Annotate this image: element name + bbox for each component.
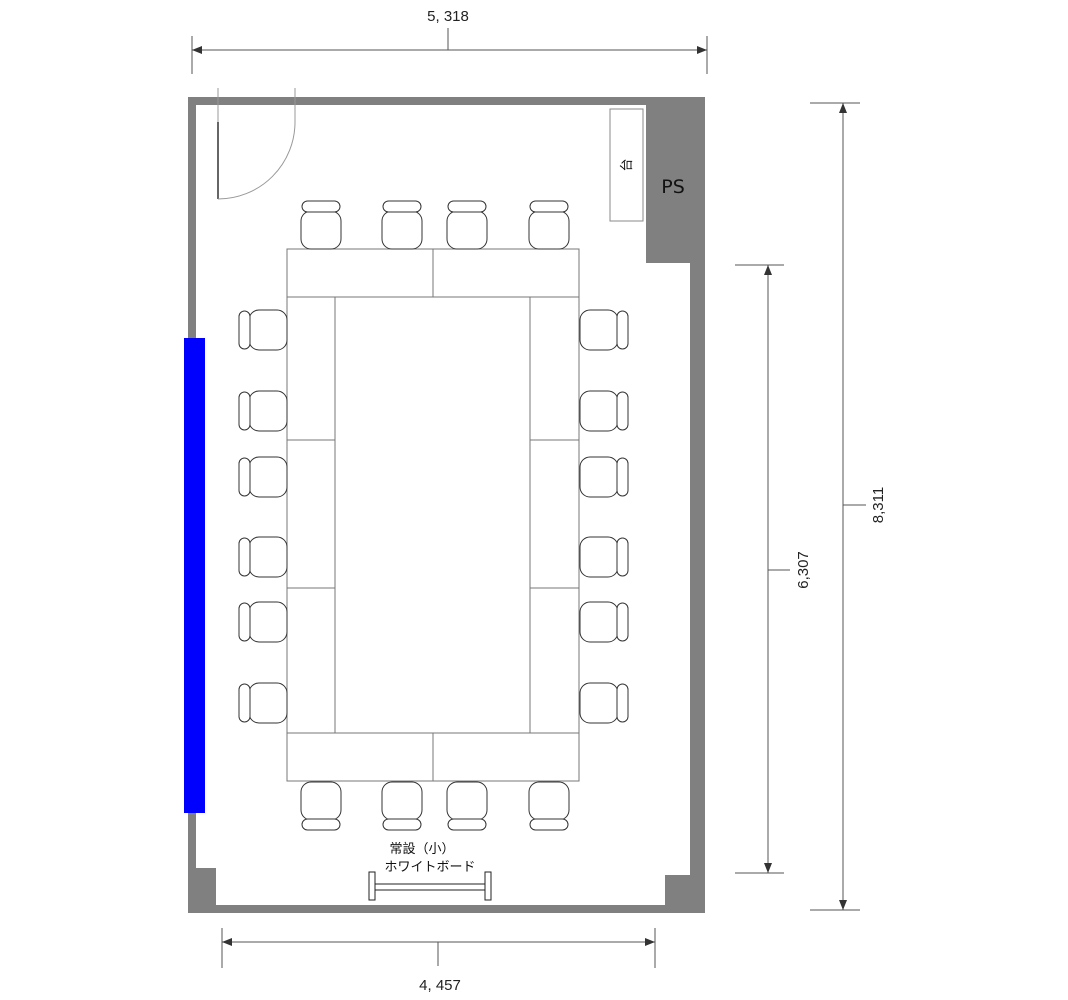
chair xyxy=(579,390,629,432)
chair xyxy=(528,200,570,250)
window xyxy=(184,338,205,813)
dimension-bottom xyxy=(221,928,656,968)
chair xyxy=(300,200,342,250)
chair xyxy=(238,536,288,578)
chair xyxy=(381,781,423,831)
side-table xyxy=(609,108,644,222)
side-table-label: 台 xyxy=(620,158,635,171)
chairs xyxy=(238,200,629,831)
door xyxy=(196,88,296,200)
conference-tables xyxy=(286,248,580,782)
chair xyxy=(579,456,629,498)
dimension-outer-height-label: 8,311 xyxy=(870,487,887,523)
dimension-top-label: 5, 318 xyxy=(427,8,469,25)
chair xyxy=(381,200,423,250)
whiteboard xyxy=(368,871,492,901)
chair xyxy=(528,781,570,831)
chair xyxy=(446,781,488,831)
chair xyxy=(446,200,488,250)
dimension-top xyxy=(191,28,708,74)
dimension-bottom-label: 4, 457 xyxy=(419,977,461,994)
chair xyxy=(300,781,342,831)
dimension-inner-height-label: 6,307 xyxy=(795,551,812,589)
whiteboard-label-1: 常設（小） xyxy=(389,841,454,857)
chair xyxy=(579,309,629,351)
chair xyxy=(238,309,288,351)
chair xyxy=(579,601,629,643)
chair xyxy=(238,456,288,498)
chair xyxy=(238,682,288,724)
chair xyxy=(238,390,288,432)
chair xyxy=(579,536,629,578)
chair xyxy=(238,601,288,643)
dimension-outer-height xyxy=(810,102,866,911)
dimension-inner-height xyxy=(735,264,790,874)
ps-shaft xyxy=(646,97,705,263)
ps-label: PS xyxy=(661,176,685,198)
chair xyxy=(579,682,629,724)
whiteboard-label-2: ホワイトボード xyxy=(384,860,475,875)
